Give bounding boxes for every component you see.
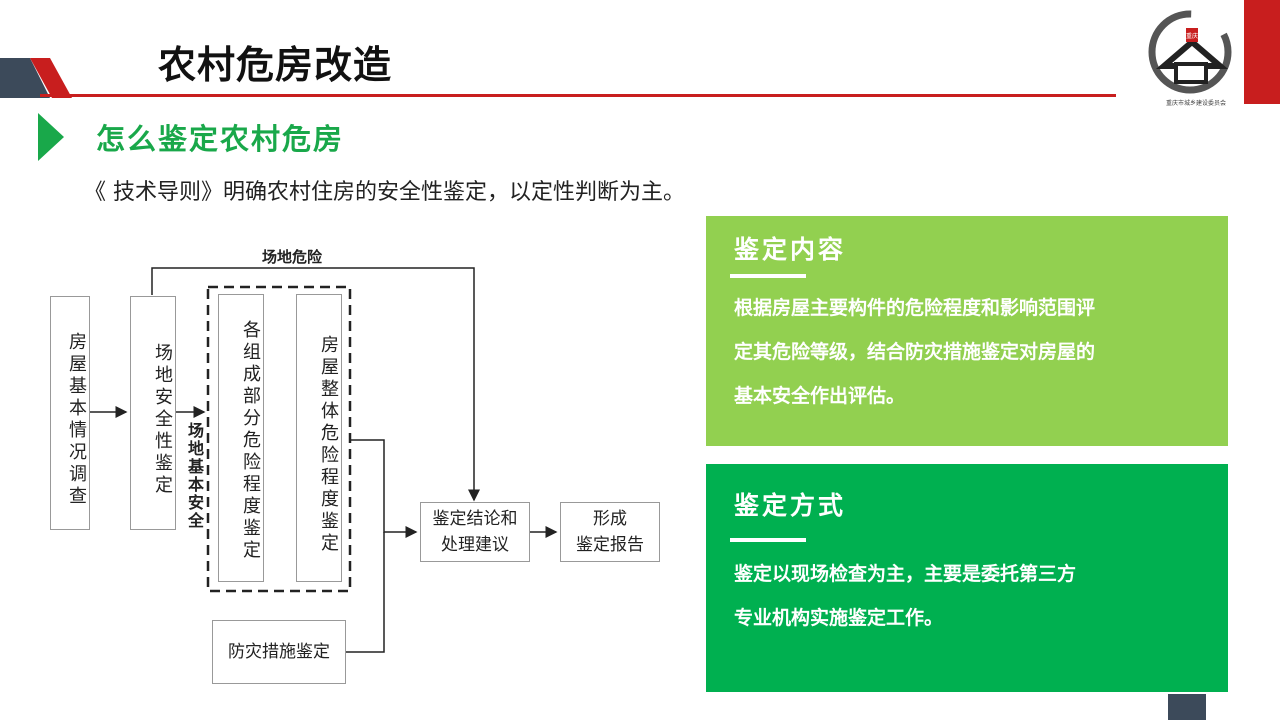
label-site-basically-safe: 场地基本安全	[185, 422, 204, 530]
box-house-survey: 房屋基本情况调查	[50, 296, 90, 530]
header-side-bar	[1244, 0, 1280, 104]
box-conclusion: 鉴定结论和 处理建议	[420, 502, 530, 562]
panel-method-body: 鉴定以现场检查为主，主要是委托第三方 专业机构实施鉴定工作。	[734, 552, 1076, 640]
flow-diagram: 房屋基本情况调查 场地安全性鉴定 各组成部分危险程度鉴定 房屋整体危险程度鉴定 …	[40, 240, 670, 690]
panel-content-body: 根据房屋主要构件的危险程度和影响范围评 定其危险等级，结合防灾措施鉴定对房屋的 …	[734, 286, 1095, 418]
box-whole-danger: 房屋整体危险程度鉴定	[296, 294, 342, 582]
section-arrow-icon	[38, 113, 64, 161]
page-title: 农村危房改造	[158, 43, 393, 87]
logo-seal-text: 重庆	[1186, 32, 1198, 40]
box-component-danger: 各组成部分危险程度鉴定	[218, 294, 264, 582]
box-disaster-prevention: 防灾措施鉴定	[212, 620, 346, 684]
subtitle-text: 《 技术导则》明确农村住房的安全性鉴定，以定性判断为主。	[84, 180, 685, 205]
label-site-danger: 场地危险	[262, 248, 323, 266]
logo-caption: 重庆市城乡建设委员会	[1165, 100, 1226, 107]
panel-method-underline	[730, 538, 806, 542]
section-title: 怎么鉴定农村危房	[96, 122, 345, 156]
box-report: 形成 鉴定报告	[560, 502, 660, 562]
panel-method-line: 专业机构实施鉴定工作。	[734, 607, 944, 629]
panel-content-line: 定其危险等级，结合防灾措施鉴定对房屋的	[734, 341, 1096, 363]
panel-content-line: 根据房屋主要构件的危险程度和影响范围评	[734, 297, 1096, 319]
panel-content-line: 基本安全作出评估。	[734, 385, 906, 407]
header-stripe-decoration	[0, 58, 72, 98]
panel-content-heading: 鉴定内容	[734, 235, 847, 264]
panel-content-underline	[730, 274, 806, 278]
box-site-safety: 场地安全性鉴定	[130, 296, 176, 530]
panel-method-heading: 鉴定方式	[734, 491, 847, 520]
panel-method: 鉴定方式 鉴定以现场检查为主，主要是委托第三方 专业机构实施鉴定工作。	[706, 464, 1228, 692]
panel-method-line: 鉴定以现场检查为主，主要是委托第三方	[734, 563, 1077, 585]
logo-house-icon: 重庆	[1148, 10, 1232, 94]
flow-connectors	[90, 267, 558, 653]
panel-content: 鉴定内容 根据房屋主要构件的危险程度和影响范围评 定其危险等级，结合防灾措施鉴定…	[706, 216, 1228, 446]
corner-block-decoration	[1168, 694, 1206, 720]
header-divider	[40, 94, 1116, 97]
